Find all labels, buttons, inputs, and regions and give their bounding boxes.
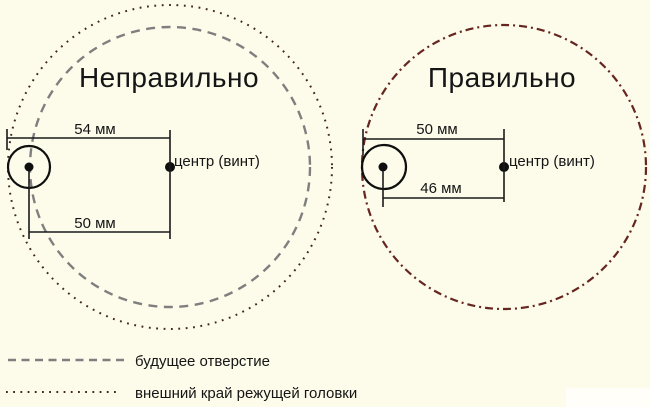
correct-title: Правильно [428, 62, 576, 93]
pilot-center-dot-left [24, 162, 34, 172]
dim-label-54mm: 54 мм [74, 121, 115, 138]
wrong-title: Неправильно [79, 62, 259, 93]
legend-dotted-label: внешний край режущей головки [135, 385, 357, 402]
dim-label-46mm: 46 мм [420, 180, 461, 197]
center-screw-label-right: центр (винт) [509, 153, 595, 170]
cutter-edge-circle-left [7, 4, 333, 330]
legend-dashed-label: будущее отверстие [135, 353, 270, 370]
pilot-bit-circle-right [360, 143, 408, 191]
dim-label-50mm-right: 50 мм [416, 121, 457, 138]
dim-label-50mm-left: 50 мм [74, 215, 115, 232]
pilot-center-dot-right [378, 162, 388, 172]
center-screw-label-left: центр (винт) [174, 153, 260, 170]
corner-white-patch [566, 388, 650, 407]
